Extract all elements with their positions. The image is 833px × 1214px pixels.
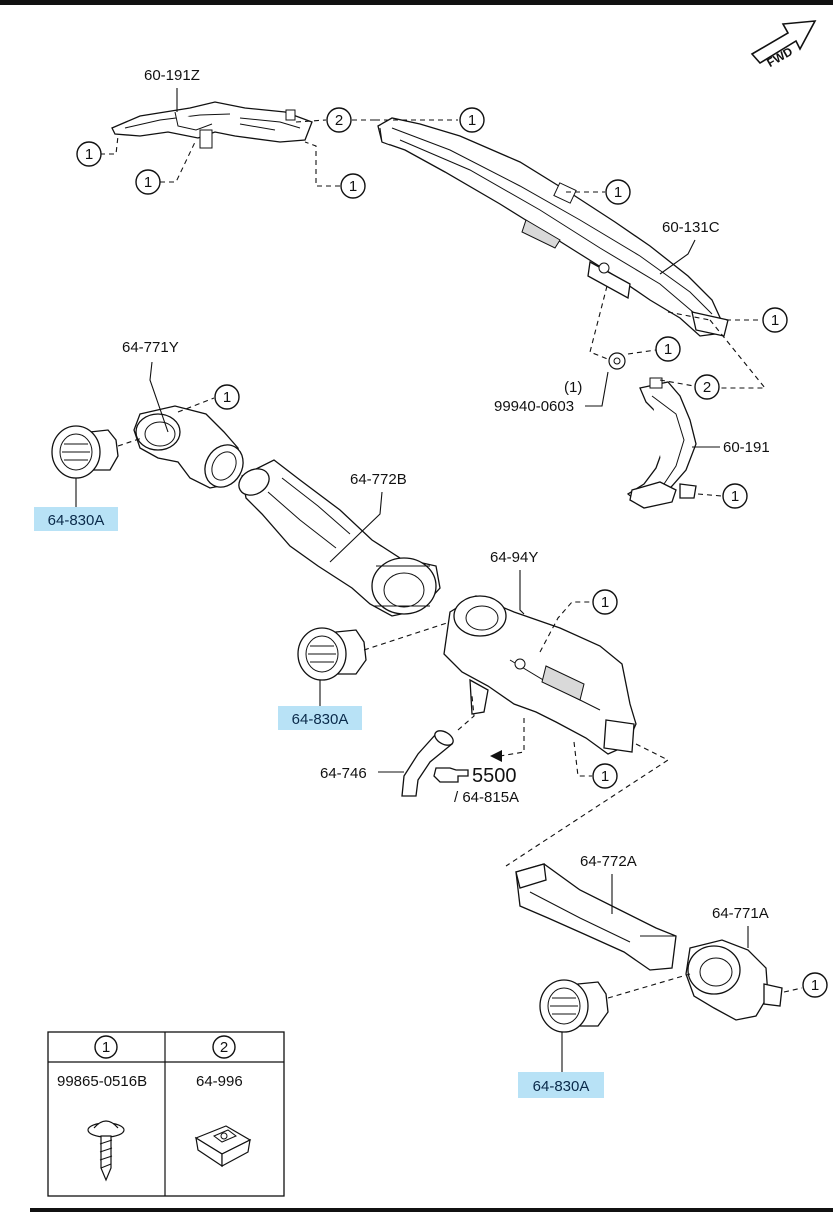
svg-text:1: 1 [664, 341, 672, 358]
callout-1: 1 [592, 589, 618, 615]
part-64-746-drawing [401, 730, 454, 797]
svg-text:1: 1 [601, 768, 609, 785]
svg-text:1: 1 [85, 146, 93, 163]
svg-text:2: 2 [335, 112, 343, 129]
svg-text:1: 1 [731, 488, 739, 505]
svg-text:1: 1 [349, 178, 357, 195]
bottom-border [30, 1208, 833, 1212]
callout-1: 1 [135, 169, 161, 195]
callout-1: 1 [214, 384, 240, 410]
svg-text:1: 1 [614, 184, 622, 201]
vent-grille-icon [297, 627, 367, 681]
part-64-772A-drawing [515, 863, 677, 971]
clip-nut-icon [194, 1125, 252, 1168]
hand-pointer-icon [433, 767, 469, 783]
part-60-191Z-drawing [111, 101, 313, 149]
callout-1: 1 [655, 336, 681, 362]
label-64-771Y: 64-771Y [122, 339, 179, 356]
screw-icon [87, 1120, 125, 1182]
part-60-131C-drawing [377, 117, 729, 337]
top-border [0, 0, 833, 5]
highlight-64-830A [518, 1072, 604, 1098]
label-64-772A: 64-772A [580, 853, 637, 870]
legend-part-99865-0516B: 99865-0516B [57, 1073, 147, 1090]
part-64-94Y-drawing [443, 595, 637, 755]
highlight-64-830A [278, 706, 362, 730]
callout-1: 1 [340, 173, 366, 199]
legend-part-64-996: 64-996 [196, 1073, 243, 1090]
label-64-830A[interactable]: 64-830A [48, 512, 105, 529]
label-99940-0603-qty: (1) [564, 379, 582, 396]
callout-2: 2 [326, 107, 352, 133]
svg-text:1: 1 [771, 312, 779, 329]
label-64-830A[interactable]: 64-830A [533, 1078, 590, 1095]
svg-text:2: 2 [703, 379, 711, 396]
label-64-94Y: 64-94Y [490, 549, 538, 566]
reference-page[interactable]: 5500 [472, 765, 517, 787]
reference-subpart: / 64-815A [454, 789, 519, 806]
vent-grille-icon [51, 425, 119, 479]
callout-1: 1 [722, 483, 748, 509]
svg-text:1: 1 [102, 1039, 110, 1056]
svg-text:1: 1 [468, 112, 476, 129]
highlight-64-830A [34, 507, 118, 531]
svg-text:1: 1 [811, 977, 819, 994]
legend-callout-1: 1 [94, 1035, 118, 1059]
svg-text:1: 1 [223, 389, 231, 406]
callout-1: 1 [762, 307, 788, 333]
callout-1: 1 [605, 179, 631, 205]
label-64-772B: 64-772B [350, 471, 407, 488]
part-64-771Y-drawing [133, 405, 244, 489]
svg-text:2: 2 [220, 1039, 228, 1056]
callout-1: 1 [592, 763, 618, 789]
vent-grille-icon [539, 979, 609, 1033]
legend-callout-2: 2 [212, 1035, 236, 1059]
part-64-771A-drawing [685, 939, 783, 1021]
legend-table: 1 2 99865-0516B 64-996 [47, 1031, 285, 1197]
label-60-191Z: 60-191Z [144, 67, 200, 84]
callout-1: 1 [802, 972, 828, 998]
callout-2: 2 [694, 374, 720, 400]
label-64-746: 64-746 [320, 765, 367, 782]
label-60-131C: 60-131C [662, 219, 720, 236]
callout-1: 1 [76, 141, 102, 167]
callout-1: 1 [459, 107, 485, 133]
part-64-772B-drawing [238, 459, 441, 617]
label-64-830A[interactable]: 64-830A [292, 711, 349, 728]
fwd-arrow-icon: FWD [750, 20, 817, 70]
label-60-191: 60-191 [723, 439, 770, 456]
svg-text:1: 1 [601, 594, 609, 611]
label-99940-0603: 99940-0603 [494, 398, 574, 415]
svg-text:1: 1 [144, 174, 152, 191]
nut-icon [608, 352, 626, 370]
label-64-771A: 64-771A [712, 905, 769, 922]
part-60-191-drawing [626, 377, 697, 509]
